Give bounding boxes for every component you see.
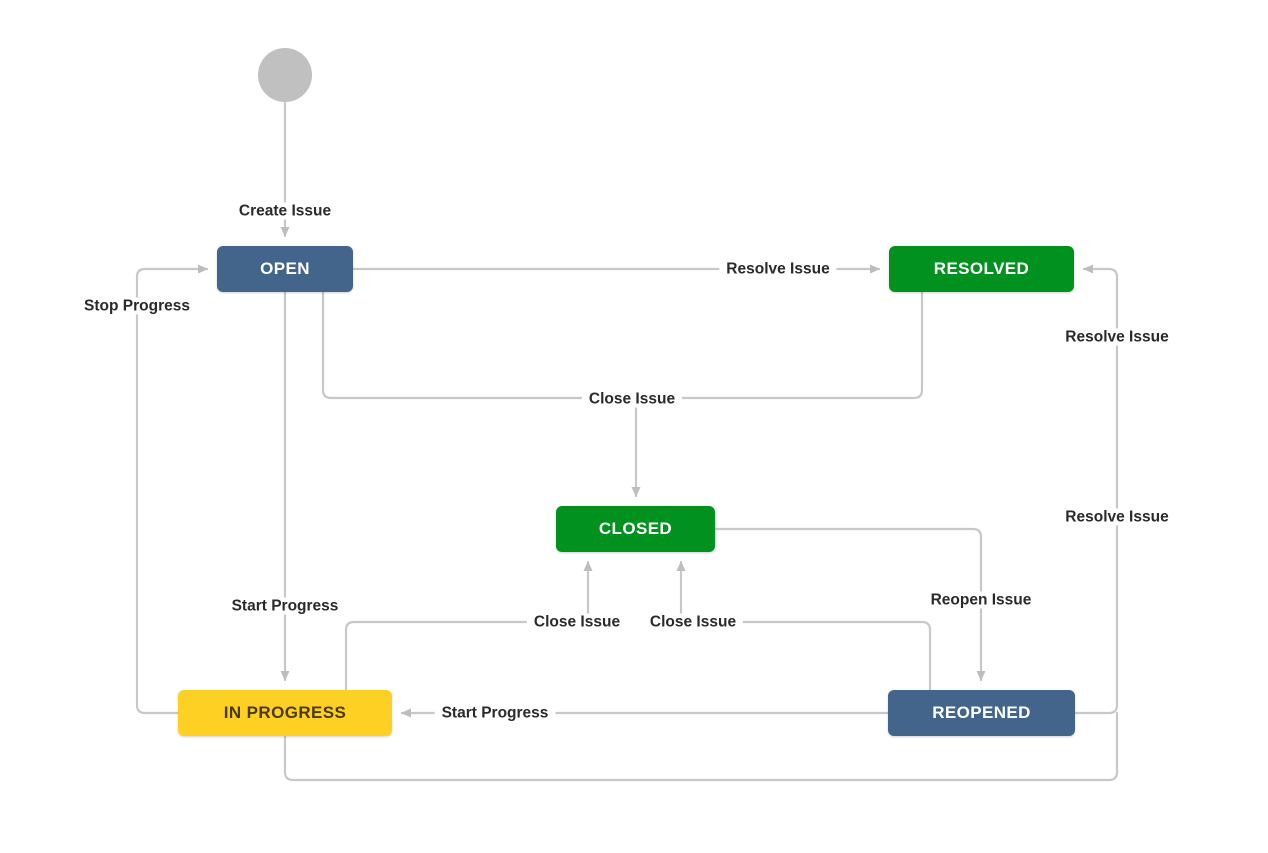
node-in-progress-label: IN PROGRESS [223, 703, 347, 722]
label-resolve-issue-inprogress: Resolve Issue [1058, 508, 1176, 526]
label-reopen-issue: Reopen Issue [923, 591, 1039, 609]
node-resolved[interactable]: RESOLVED [889, 246, 1074, 292]
label-start-progress-reopened: Start Progress [434, 704, 556, 722]
node-closed-label: CLOSED [598, 519, 673, 538]
label-close-issue-reopened: Close Issue [642, 613, 744, 631]
label-start-progress-open: Start Progress [224, 597, 346, 615]
start-node [258, 48, 312, 102]
label-create-issue: Create Issue [231, 202, 339, 220]
node-reopened-label: REOPENED [932, 703, 1031, 722]
edge-close-issue-open [321, 290, 638, 400]
edge-close-issue-inprogress [344, 560, 593, 692]
label-resolve-issue-open: Resolve Issue [719, 260, 837, 278]
edge-resolve-issue-reopened [1073, 264, 1119, 715]
label-close-issue-open: Close Issue [581, 390, 683, 408]
node-open[interactable]: OPEN [217, 246, 353, 292]
node-in-progress[interactable]: IN PROGRESS [178, 690, 392, 736]
node-reopened[interactable]: REOPENED [888, 690, 1075, 736]
label-resolve-issue-reopened: Resolve Issue [1058, 328, 1176, 346]
edge-close-issue-reopened [676, 560, 932, 692]
edge-close-issue-resolved [634, 290, 924, 400]
edge-resolve-issue-inprogress [283, 711, 1119, 782]
edge-stop-progress [135, 264, 209, 715]
node-closed[interactable]: CLOSED [556, 506, 715, 552]
label-stop-progress: Stop Progress [77, 297, 197, 315]
node-open-label: OPEN [260, 259, 310, 278]
label-close-issue-inprogress: Close Issue [526, 613, 628, 631]
node-resolved-label: RESOLVED [933, 259, 1030, 278]
edge-reopen-issue [713, 527, 986, 682]
